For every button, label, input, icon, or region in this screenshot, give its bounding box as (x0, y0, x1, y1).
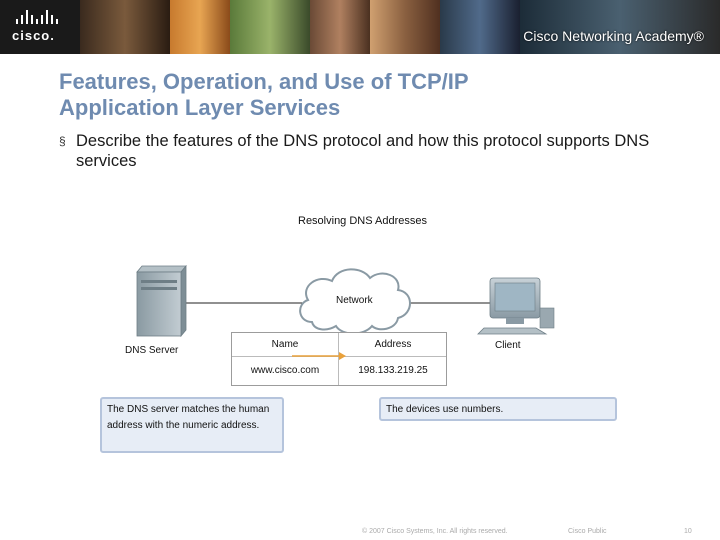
banner-photo-5 (370, 0, 440, 54)
table-cell-name: www.cisco.com (250, 365, 320, 376)
bullet-item: § Describe the features of the DNS proto… (59, 131, 679, 171)
bullet-icon: § (59, 134, 66, 148)
callout-dns-server: The DNS server matches the human address… (100, 397, 284, 453)
table-header-address: Address (374, 339, 412, 350)
slide-title-line-1: Features, Operation, and Use of TCP/IP (59, 69, 469, 94)
banner-photo-1 (80, 0, 170, 54)
bullet-text: Describe the features of the DNS protoco… (76, 132, 650, 170)
academy-brand: Cisco Networking Academy® (523, 28, 704, 44)
banner-photo-4 (310, 0, 370, 54)
network-label: Network (336, 295, 373, 306)
diagram-title: Resolving DNS Addresses (298, 215, 428, 227)
header-banner: cisco. Cisco Networking Academy® (0, 0, 720, 54)
banner-photo-3 (230, 0, 310, 54)
table-column-divider (338, 333, 339, 385)
lookup-arrow-head (339, 352, 346, 360)
banner-photo-2 (170, 0, 230, 54)
table-cell-address: 198.133.219.25 (358, 365, 428, 376)
callout-devices: The devices use numbers. (379, 397, 617, 421)
slide-title-line-2: Application Layer Services (59, 95, 341, 120)
footer-page-number: 10 (684, 528, 692, 535)
footer-copyright: © 2007 Cisco Systems, Inc. All rights re… (362, 528, 508, 535)
footer-public: Cisco Public (568, 528, 607, 535)
cisco-wordmark: cisco. (12, 28, 55, 43)
banner-photo-6 (440, 0, 520, 54)
server-icon (136, 264, 187, 338)
dns-server-label: DNS Server (125, 345, 179, 356)
client-computer-icon (477, 277, 555, 335)
cisco-bars-icon (16, 10, 72, 24)
table-header-name: Name (271, 339, 299, 350)
cisco-logo: cisco. (12, 10, 72, 44)
slide-title: Features, Operation, and Use of TCP/IP A… (59, 69, 659, 121)
client-label: Client (495, 340, 521, 351)
banner-photo-7 (520, 0, 720, 54)
